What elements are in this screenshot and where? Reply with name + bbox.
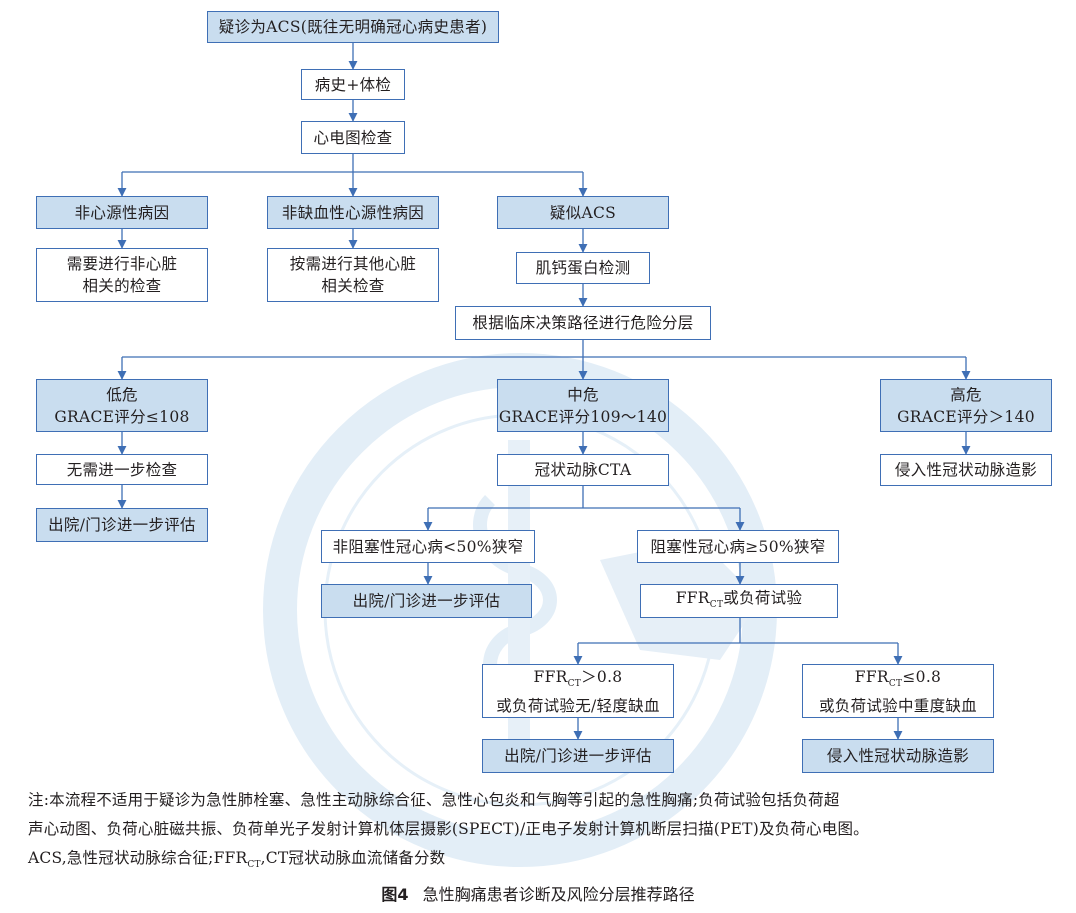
node-discharge-mild: 出院/门诊进一步评估 <box>482 739 674 773</box>
figure-note: 注:本流程不适用于疑诊为急性肺栓塞、急性主动脉综合征、急性心包炎和气胸等引起的急… <box>28 786 1058 880</box>
node-obstructive-cad: 阻塞性冠心病≥50%狭窄 <box>637 530 839 563</box>
node-intermediate-risk: 中危 GRACE评分109～140 <box>497 379 669 432</box>
node-ffrct-high-mild-ischemia: FFRCT＞0.8 或负荷试验无/轻度缺血 <box>482 664 674 718</box>
node-discharge-non-obstructive: 出院/门诊进一步评估 <box>321 584 532 618</box>
node-risk-stratification: 根据临床决策路径进行危险分层 <box>455 306 711 340</box>
branch-n21 <box>578 618 898 644</box>
branch-n3 <box>122 154 583 173</box>
node-discharge-low: 出院/门诊进一步评估 <box>36 508 208 542</box>
node-no-further-tests: 无需进一步检查 <box>36 454 208 485</box>
note-line-2: 声心动图、负荷心脏磁共振、负荷单光子发射计算机体层摄影(SPECT)/正电子发射… <box>28 820 869 838</box>
node-low-risk: 低危 GRACE评分≤108 <box>36 379 208 432</box>
node-invasive-angiography-high: 侵入性冠状动脉造影 <box>880 454 1052 486</box>
node-coronary-cta: 冠状动脉CTA <box>497 454 669 486</box>
figure-caption: 图4 急性胸痛患者诊断及风险分层推荐路径 <box>0 882 1076 908</box>
figure-label: 图4 <box>381 885 409 904</box>
note-line-3: ACS,急性冠状动脉综合征;FFRCT,CT冠状动脉血流储备分数 <box>28 849 446 870</box>
branch-n10 <box>122 340 966 358</box>
node-suspected-acs: 疑似ACS <box>497 196 669 229</box>
node-suspected-acs-entry: 疑诊为ACS(既往无明确冠心病史患者) <box>207 11 499 43</box>
node-ffrct-low-severe-ischemia: FFRCT≤0.8 或负荷试验中重度缺血 <box>802 664 994 718</box>
node-history-exam: 病史+体检 <box>301 69 405 100</box>
note-line-1: 注:本流程不适用于疑诊为急性肺栓塞、急性主动脉综合征、急性心包炎和气胸等引起的急… <box>28 791 840 809</box>
node-ffrct-or-stress-test: FFRCT或负荷试验 <box>640 584 838 618</box>
node-non-cardiac-tests: 需要进行非心脏 相关的检查 <box>36 248 208 302</box>
node-invasive-angiography-severe: 侵入性冠状动脉造影 <box>802 739 994 773</box>
branch-n16 <box>428 486 740 509</box>
node-high-risk: 高危 GRACE评分＞140 <box>880 379 1052 432</box>
node-non-ischemic-cardiac-cause: 非缺血性心源性病因 <box>267 196 439 229</box>
node-non-obstructive-cad: 非阻塞性冠心病<50%狭窄 <box>321 530 535 563</box>
node-other-cardiac-tests: 按需进行其他心脏 相关检查 <box>267 248 439 302</box>
node-troponin-test: 肌钙蛋白检测 <box>516 252 650 284</box>
node-ecg: 心电图检查 <box>301 121 405 154</box>
figure-title: 急性胸痛患者诊断及风险分层推荐路径 <box>422 885 695 904</box>
node-non-cardiac-cause: 非心源性病因 <box>36 196 208 229</box>
